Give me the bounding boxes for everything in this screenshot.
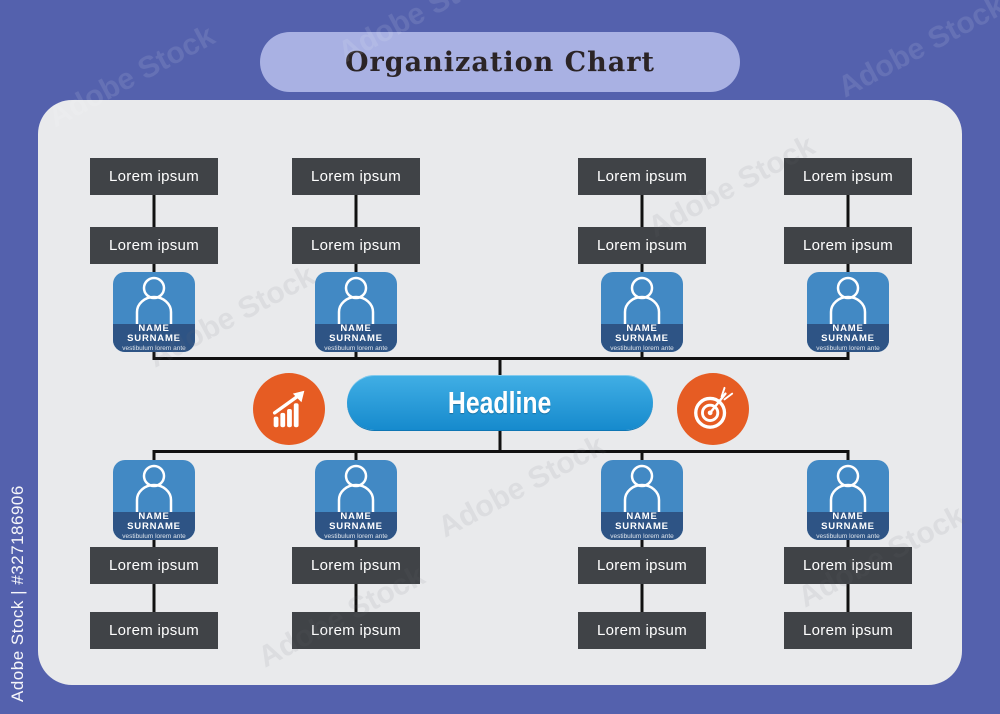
label-box: Lorem ipsum [784,227,912,264]
label-box-text: Lorem ipsum [109,622,199,639]
label-box: Lorem ipsum [784,158,912,195]
diagonal-watermark: Adobe Stock [832,0,1000,105]
person-subtitle: vestibulum lorem ante [324,345,388,352]
person-card: NAME SURNAME vestibulum lorem ante [113,272,195,352]
label-box-text: Lorem ipsum [597,557,687,574]
person-card: NAME SURNAME vestibulum lorem ante [315,460,397,540]
person-card: NAME SURNAME vestibulum lorem ante [807,272,889,352]
label-box: Lorem ipsum [292,547,420,584]
label-box: Lorem ipsum [578,547,706,584]
person-name: NAME SURNAME [329,323,383,344]
person-subtitle: vestibulum lorem ante [610,345,674,352]
headline-text: Headline [448,384,552,420]
person-icon [807,460,889,512]
person-card: NAME SURNAME vestibulum lorem ante [807,460,889,540]
label-box-text: Lorem ipsum [109,237,199,254]
label-box-text: Lorem ipsum [109,168,199,185]
label-box: Lorem ipsum [90,547,218,584]
top-branch-4: Lorem ipsum Lorem ipsum NAME SURNAME ves… [784,158,912,352]
person-name: NAME SURNAME [127,323,181,344]
label-box-text: Lorem ipsum [597,622,687,639]
label-box: Lorem ipsum [90,227,218,264]
person-name: NAME SURNAME [615,511,669,532]
top-branch-2: Lorem ipsum Lorem ipsum NAME SURNAME ves… [292,158,420,352]
label-box-text: Lorem ipsum [597,168,687,185]
person-card: NAME SURNAME vestibulum lorem ante [113,460,195,540]
person-card: NAME SURNAME vestibulum lorem ante [315,272,397,352]
label-box-text: Lorem ipsum [311,557,401,574]
headline-pill: Headline [347,375,653,430]
person-subtitle: vestibulum lorem ante [610,533,674,540]
bottom-branch-3: NAME SURNAME vestibulum lorem ante Lorem… [578,460,706,649]
person-card-band: NAME SURNAME vestibulum lorem ante [601,512,683,540]
person-subtitle: vestibulum lorem ante [816,345,880,352]
label-box-text: Lorem ipsum [311,622,401,639]
label-box-text: Lorem ipsum [803,622,893,639]
label-box: Lorem ipsum [90,612,218,649]
person-card-band: NAME SURNAME vestibulum lorem ante [315,512,397,540]
label-box-text: Lorem ipsum [803,557,893,574]
label-box: Lorem ipsum [90,158,218,195]
label-box: Lorem ipsum [578,612,706,649]
person-icon [113,272,195,324]
person-name: NAME SURNAME [615,323,669,344]
person-subtitle: vestibulum lorem ante [816,533,880,540]
person-card-band: NAME SURNAME vestibulum lorem ante [315,324,397,352]
person-name: NAME SURNAME [127,511,181,532]
bottom-branch-1: NAME SURNAME vestibulum lorem ante Lorem… [90,460,218,649]
person-icon [315,272,397,324]
label-box: Lorem ipsum [578,227,706,264]
person-card-band: NAME SURNAME vestibulum lorem ante [113,324,195,352]
person-icon [113,460,195,512]
label-box-text: Lorem ipsum [597,237,687,254]
title-pill: Organization Chart [260,32,740,92]
person-icon [315,460,397,512]
person-name: NAME SURNAME [821,511,875,532]
person-card-band: NAME SURNAME vestibulum lorem ante [601,324,683,352]
label-box: Lorem ipsum [292,227,420,264]
target-icon [677,373,749,445]
person-icon [601,460,683,512]
label-box: Lorem ipsum [784,547,912,584]
person-subtitle: vestibulum lorem ante [122,345,186,352]
person-icon [807,272,889,324]
person-icon [601,272,683,324]
person-card-band: NAME SURNAME vestibulum lorem ante [807,324,889,352]
stock-watermark: Adobe Stock | #327186906 [8,485,27,702]
person-card-band: NAME SURNAME vestibulum lorem ante [113,512,195,540]
person-subtitle: vestibulum lorem ante [324,533,388,540]
label-box-text: Lorem ipsum [109,557,199,574]
label-box: Lorem ipsum [292,612,420,649]
person-card: NAME SURNAME vestibulum lorem ante [601,460,683,540]
person-name: NAME SURNAME [821,323,875,344]
label-box-text: Lorem ipsum [803,237,893,254]
label-box: Lorem ipsum [292,158,420,195]
label-box-text: Lorem ipsum [311,237,401,254]
label-box-text: Lorem ipsum [803,168,893,185]
person-name: NAME SURNAME [329,511,383,532]
person-card-band: NAME SURNAME vestibulum lorem ante [807,512,889,540]
person-subtitle: vestibulum lorem ante [122,533,186,540]
person-card: NAME SURNAME vestibulum lorem ante [601,272,683,352]
top-branch-3: Lorem ipsum Lorem ipsum NAME SURNAME ves… [578,158,706,352]
bottom-branch-4: NAME SURNAME vestibulum lorem ante Lorem… [784,460,912,649]
bottom-branch-2: NAME SURNAME vestibulum lorem ante Lorem… [292,460,420,649]
growth-chart-icon [253,373,325,445]
label-box: Lorem ipsum [784,612,912,649]
label-box: Lorem ipsum [578,158,706,195]
label-box-text: Lorem ipsum [311,168,401,185]
top-branch-1: Lorem ipsum Lorem ipsum NAME SURNAME ves… [90,158,218,352]
page-title: Organization Chart [345,46,655,78]
